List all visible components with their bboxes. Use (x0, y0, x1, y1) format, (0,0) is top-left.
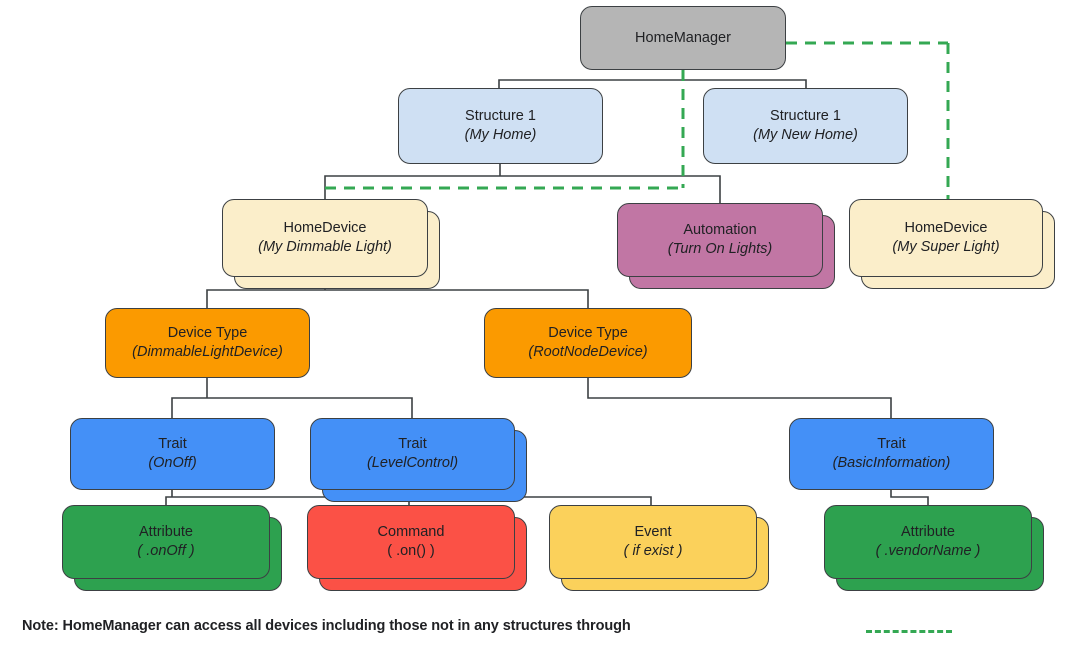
node-subtitle: (BasicInformation) (832, 455, 951, 471)
node-title: HomeManager (635, 29, 731, 46)
node-attribute-vendorname[interactable]: Attribute ( .vendorName ) (824, 505, 1032, 579)
node-trait-onoff[interactable]: Trait (OnOff) (70, 418, 275, 490)
legend-dashed-line-icon (866, 630, 952, 633)
node-subtitle: ( .vendorName ) (875, 543, 981, 559)
connector-line (498, 69, 807, 89)
node-command-on[interactable]: Command ( .on() ) (307, 505, 515, 579)
node-title: HomeDevice (283, 220, 367, 237)
node-subtitle: (My Super Light) (892, 239, 1000, 255)
node-attribute-onoff[interactable]: Attribute ( .onOff ) (62, 505, 270, 579)
node-subtitle: (Turn On Lights) (667, 241, 773, 257)
node-subtitle: (My Dimmable Light) (258, 239, 392, 255)
node-device-type-dimmable[interactable]: Device Type (DimmableLightDevice) (105, 308, 310, 378)
node-automation-turn-on-lights[interactable]: Automation (Turn On Lights) (617, 203, 823, 277)
node-title: Trait (398, 436, 427, 453)
connector-line (324, 163, 721, 204)
node-subtitle: ( if exist ) (623, 543, 683, 559)
node-home-device-dimmable[interactable]: HomeDevice (My Dimmable Light) (222, 199, 428, 277)
dashed-access-link (325, 70, 685, 190)
node-title: Structure 1 (770, 108, 841, 125)
footer-note: Note: HomeManager can access all devices… (22, 618, 631, 634)
node-structure-my-new-home[interactable]: Structure 1 (My New Home) (703, 88, 908, 164)
node-title: Automation (683, 222, 757, 239)
node-subtitle: ( .onOff ) (137, 543, 195, 559)
node-home-device-super[interactable]: HomeDevice (My Super Light) (849, 199, 1043, 277)
connector-line (171, 377, 413, 419)
node-title: Trait (877, 436, 906, 453)
node-trait-levelcontrol[interactable]: Trait (LevelControl) (310, 418, 515, 490)
node-subtitle: (DimmableLightDevice) (132, 344, 283, 360)
node-subtitle: (My New Home) (753, 127, 858, 143)
dashed-connectors (325, 41, 950, 199)
node-title: Event (634, 524, 672, 541)
connector-line (165, 489, 410, 506)
node-event-if-exist[interactable]: Event ( if exist ) (549, 505, 757, 579)
node-structure-my-home[interactable]: Structure 1 (My Home) (398, 88, 603, 164)
node-title: Trait (158, 436, 187, 453)
node-trait-basicinformation[interactable]: Trait (BasicInformation) (789, 418, 994, 490)
node-home-manager[interactable]: HomeManager (580, 6, 786, 70)
node-title: Command (377, 524, 445, 541)
node-subtitle: (OnOff) (148, 455, 197, 471)
node-title: Device Type (548, 325, 628, 342)
node-title: Device Type (167, 325, 248, 342)
node-device-type-rootnode[interactable]: Device Type (RootNodeDevice) (484, 308, 692, 378)
connector-line (890, 489, 929, 506)
node-subtitle: (LevelControl) (366, 455, 459, 471)
node-subtitle: (RootNodeDevice) (528, 344, 648, 360)
connector-line (587, 377, 892, 419)
node-title: Attribute (139, 524, 193, 541)
node-subtitle: (My Home) (464, 127, 537, 143)
dashed-access-link (786, 41, 950, 199)
node-subtitle: ( .on() ) (387, 543, 435, 559)
node-title: Structure 1 (465, 108, 536, 125)
node-title: Attribute (901, 524, 955, 541)
node-title: HomeDevice (904, 220, 988, 237)
